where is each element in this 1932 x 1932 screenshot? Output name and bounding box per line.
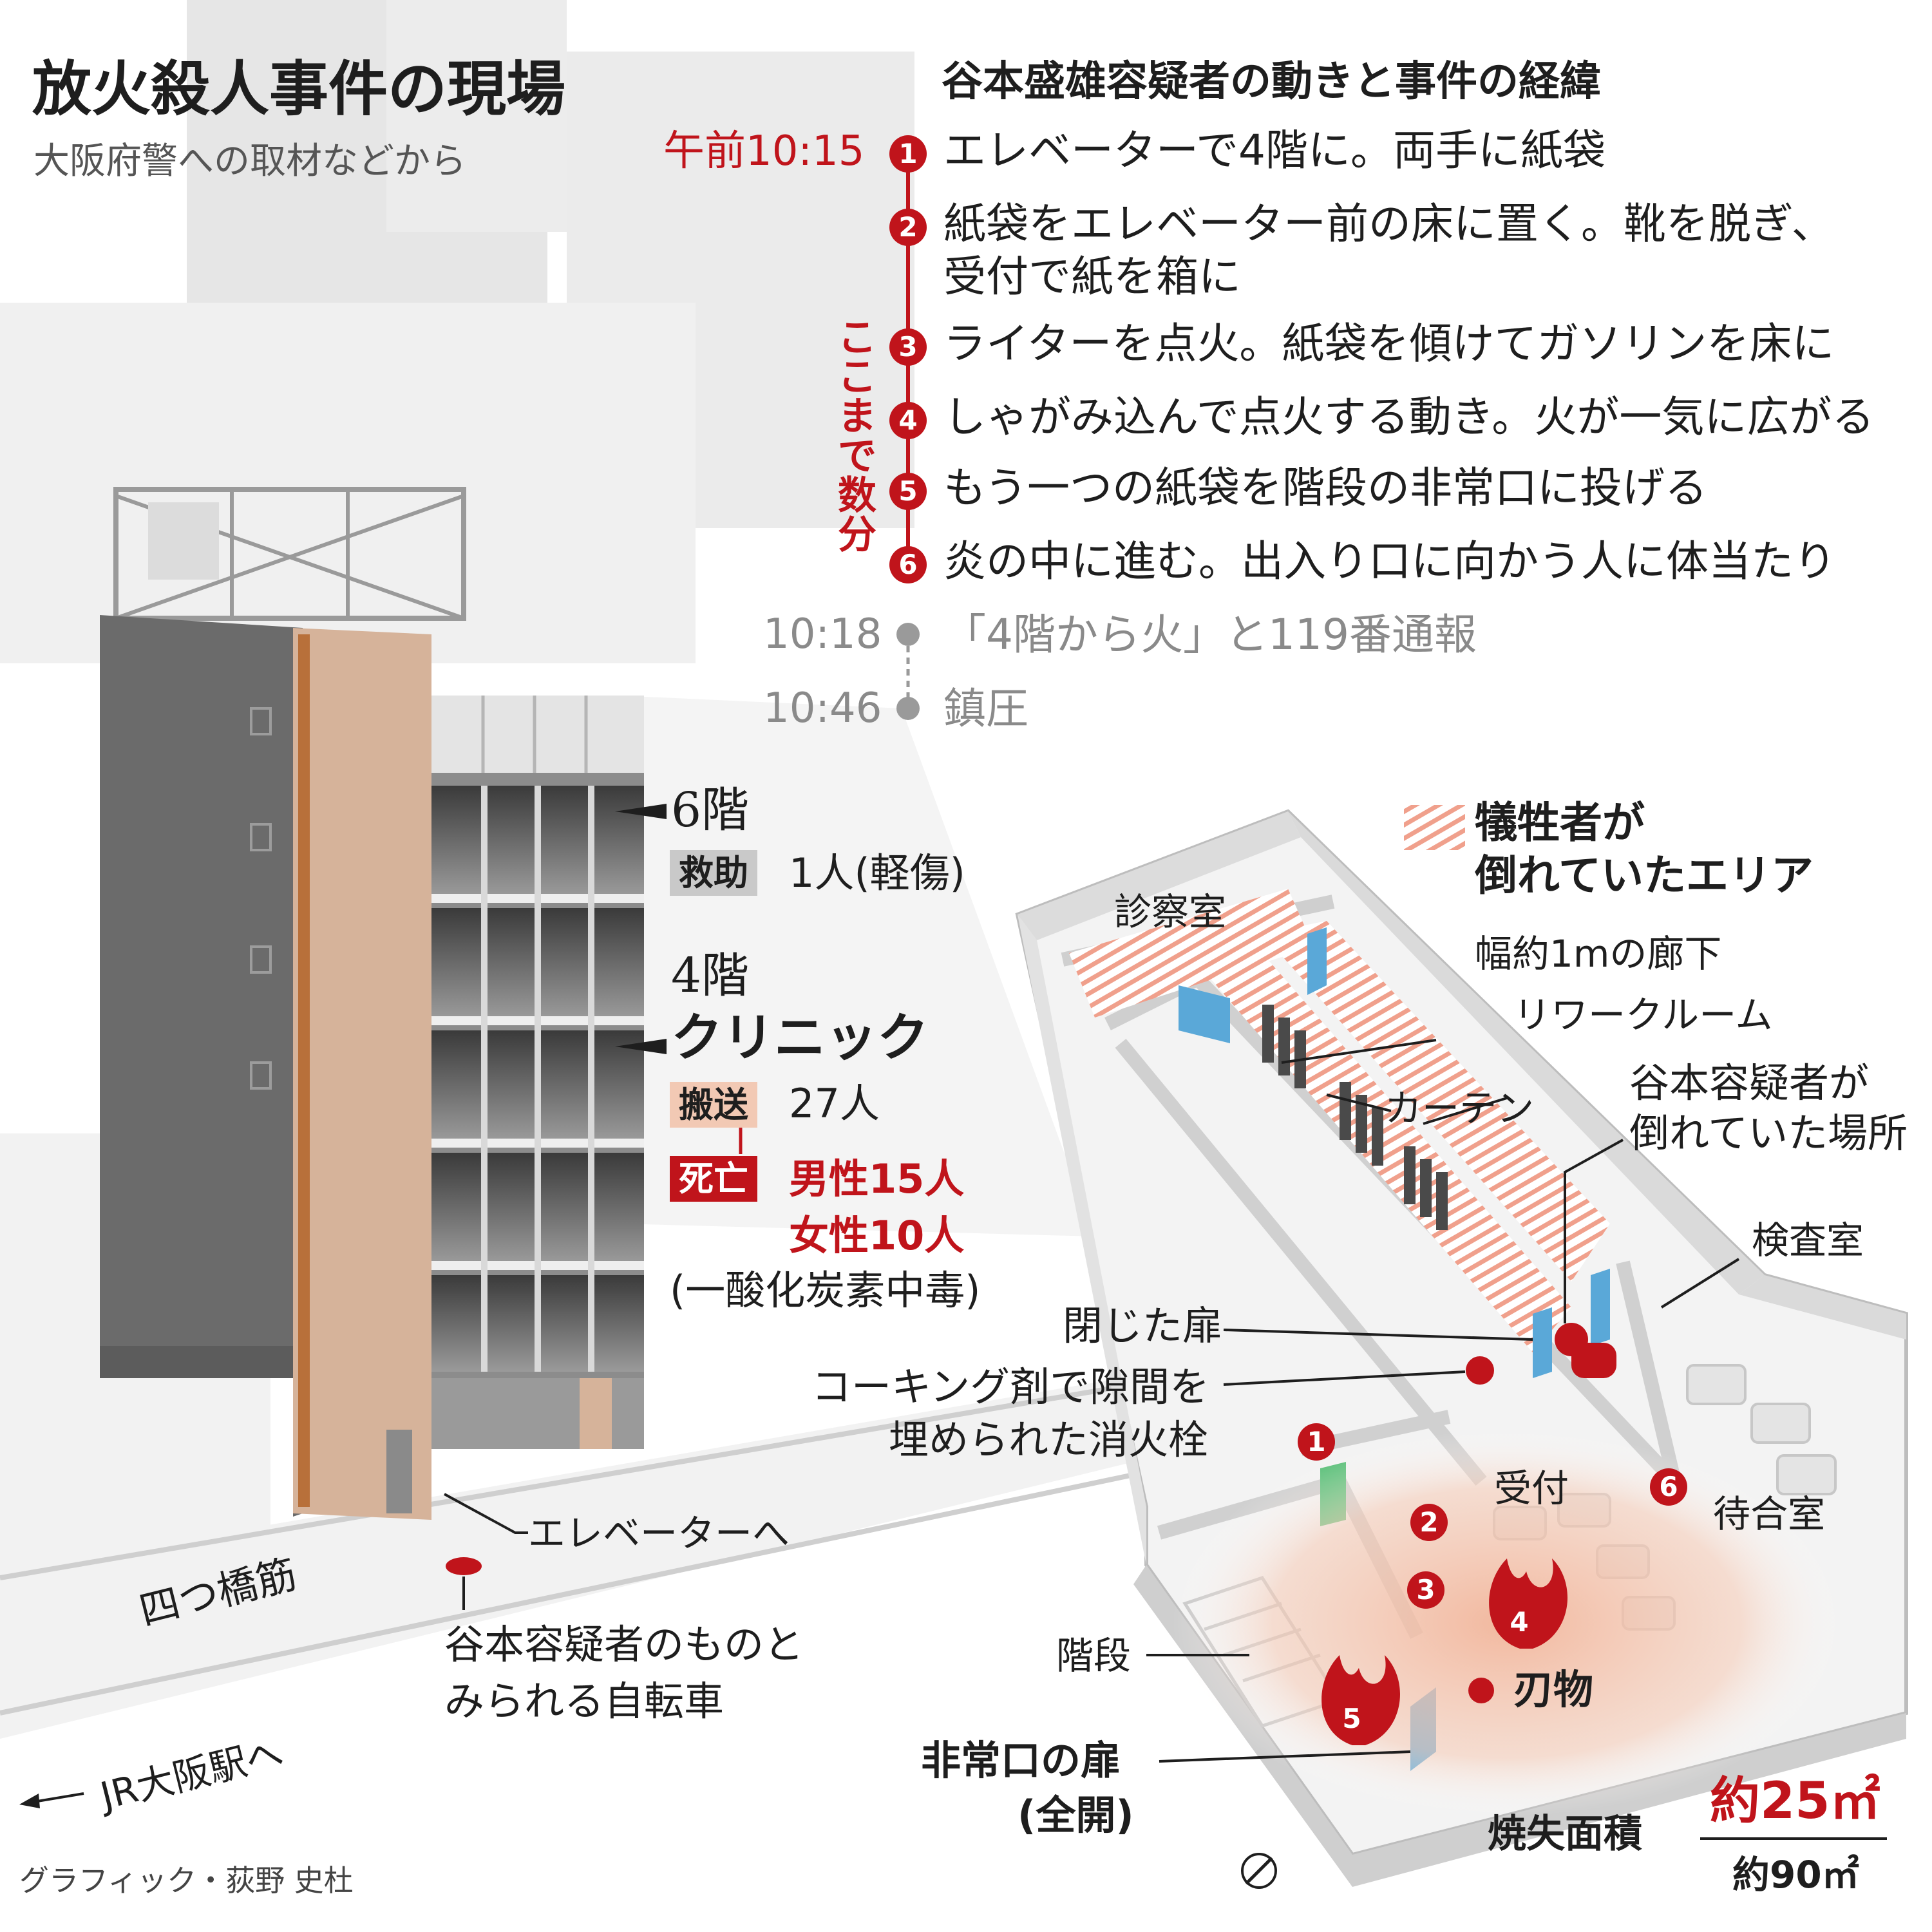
label-exit-door-line2: (全開) <box>1018 1792 1134 1839</box>
plan-marker-5: 5 <box>1342 1703 1361 1734</box>
transport-value: 27人 <box>789 1080 880 1127</box>
rescue-value: 1人(軽傷) <box>789 849 965 896</box>
step-marker-5: 5 <box>889 473 927 510</box>
plan-marker-4: 4 <box>1510 1606 1529 1638</box>
bicycle-note-line2: みられる自転車 <box>444 1678 724 1725</box>
death-cause: (一酸化炭素中毒) <box>670 1267 981 1314</box>
step-text-2-line2: 受付で紙を箱に <box>943 252 1241 301</box>
bicycle-note-line1: 谷本容疑者のものと <box>444 1621 804 1668</box>
report-time: 10:18 <box>763 611 882 658</box>
step-text-5: もう一つの紙袋を階段の非常口に投げる <box>943 463 1708 513</box>
label-closed-door: 閉じた扉 <box>1063 1302 1223 1349</box>
report-text: 「4階から火」と119番通報 <box>943 610 1477 659</box>
room-exam: 診察室 <box>1114 890 1227 934</box>
building-pointers <box>19 804 743 1808</box>
step-text-1: エレベーターで4階に。両手に紙袋 <box>943 126 1606 175</box>
step-marker-3: 3 <box>889 328 927 366</box>
legend-line1: 犠牲者が <box>1475 798 1645 848</box>
timeline-start-time: 午前10:15 <box>663 128 865 175</box>
room-rework: リワークルーム <box>1513 993 1773 1037</box>
step-text-3: ライターを点火。紙袋を傾けてガソリンを床に <box>943 319 1835 368</box>
legend-swatch <box>1404 805 1465 850</box>
suppression-text: 鎮圧 <box>943 684 1028 734</box>
floor-plan <box>1015 809 1908 1889</box>
suspect-location-line2: 倒れていた場所 <box>1629 1110 1908 1157</box>
rescue-tag: 救助 <box>670 850 757 896</box>
step-text-4: しゃがみ込んで点火する動き。火が一気に広がる <box>943 392 1875 442</box>
label-curtain: カーテン <box>1385 1086 1535 1130</box>
suspect-location-line1: 谷本容疑者が <box>1629 1059 1870 1106</box>
suppression-time: 10:46 <box>763 685 882 732</box>
death-male: 男性15人 <box>789 1155 965 1202</box>
step-marker-1: 1 <box>889 135 927 173</box>
room-corridor: 幅約1mの廊下 <box>1475 932 1722 976</box>
step-marker-4: 4 <box>889 402 927 439</box>
floor-4-label: 4階 <box>671 948 750 1003</box>
total-area-value: 約90㎡ <box>1732 1853 1859 1897</box>
road <box>0 1378 1134 1739</box>
plan-marker-6: 6 <box>1650 1468 1687 1506</box>
plan-marker-3: 3 <box>1407 1571 1444 1609</box>
step-text-6: 炎の中に進む。出入り口に向かう人に体当たり <box>943 536 1836 586</box>
page-title: 放火殺人事件の現場 <box>32 55 566 124</box>
step-marker-2: 2 <box>889 209 927 246</box>
floor-6-label: 6階 <box>671 782 750 838</box>
legend-line2: 倒れていたエリア <box>1475 851 1814 900</box>
transport-tag: 搬送 <box>670 1082 757 1128</box>
credit: グラフィック・荻野 史杜 <box>19 1863 354 1898</box>
burned-area-label: 焼失面積 <box>1488 1812 1642 1857</box>
step-marker-6: 6 <box>889 546 927 583</box>
room-waiting: 待合室 <box>1713 1492 1826 1536</box>
label-exit-door-line1: 非常口の扉 <box>921 1737 1121 1784</box>
burned-area-value: 約25㎡ <box>1710 1772 1880 1830</box>
room-reception: 受付 <box>1494 1466 1569 1510</box>
room-lab: 検査室 <box>1752 1218 1864 1262</box>
elevator-note: エレベーターへ <box>528 1511 790 1555</box>
plan-marker-1: 1 <box>1298 1423 1335 1461</box>
step-text-2: 紙袋をエレベーター前の床に置く。靴を脱ぎ、 <box>943 199 1834 249</box>
building <box>100 487 644 1520</box>
label-blade: 刃物 <box>1513 1666 1594 1713</box>
plan-marker-2: 2 <box>1410 1504 1448 1541</box>
room-stairs: 階段 <box>1056 1634 1132 1678</box>
timeline-span-note: ここまで数分 <box>838 316 876 558</box>
label-hydrant-line1: コーキング剤で隙間を <box>811 1363 1210 1410</box>
label-hydrant-line2: 埋められた消火栓 <box>889 1416 1209 1463</box>
page-subtitle: 大阪府警への取材などから <box>33 140 466 182</box>
timeline-heading: 谷本盛雄容疑者の動きと事件の経緯 <box>942 58 1601 106</box>
clinic-name: クリニック <box>671 1008 929 1068</box>
death-female: 女性10人 <box>789 1212 965 1259</box>
death-tag: 死亡 <box>670 1156 757 1202</box>
